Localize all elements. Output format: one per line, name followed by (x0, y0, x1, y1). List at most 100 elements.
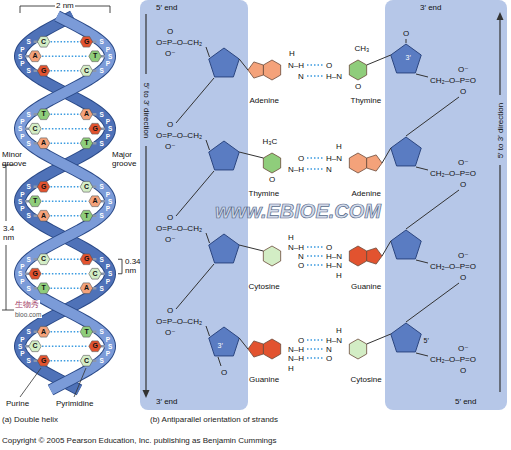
phosphate-letter: P (106, 278, 110, 285)
leader-line (74, 368, 86, 397)
sugar-letter: S (99, 140, 103, 147)
base-ring (349, 60, 366, 80)
atom-label: O (269, 175, 275, 184)
watermark: 生物秀 (14, 300, 40, 309)
base-hexagon (80, 109, 92, 120)
base-hexagon (89, 341, 101, 352)
watermark: bioo.com (14, 311, 42, 318)
base-name: Cytosine (249, 282, 280, 291)
atom-label: O (326, 243, 332, 252)
base-stem (25, 345, 29, 348)
deoxyribose (391, 137, 421, 166)
sugar-letter: S (99, 111, 103, 118)
sugar-letter: S (99, 183, 103, 190)
base-stem (34, 258, 38, 261)
base-hexagon (80, 326, 92, 337)
atom-label: H–N (326, 261, 342, 270)
bond-line (406, 97, 459, 136)
atom-label: CH₃ (355, 44, 370, 53)
base-letter: C (41, 255, 46, 263)
hydrogen-bond (307, 75, 323, 77)
hydrogen-bond (51, 70, 80, 71)
base-hexagon (89, 268, 101, 279)
bond-line (367, 334, 391, 344)
sugar-letter: S (108, 343, 112, 350)
atom-label: O⁻ (165, 49, 175, 58)
strand-end-label: 3′ end (420, 3, 442, 12)
sugar-letter: S (27, 212, 31, 219)
sugar-letter: S (99, 328, 103, 335)
deoxyribose (209, 327, 239, 356)
carbon-number: 3′ (218, 342, 223, 350)
base-hexagon (37, 65, 49, 76)
dimension-bracket (118, 259, 122, 274)
atom-label: H (288, 233, 294, 242)
hydrogen-bond (307, 246, 323, 248)
base-letter: G (84, 255, 89, 263)
backbone-ribbon (20, 16, 110, 390)
leader-line (20, 368, 41, 397)
base-hexagon (80, 283, 92, 294)
strand-end-label: 5′ end (156, 3, 178, 12)
watermark: www.EBIOE.COM (215, 200, 381, 223)
base-letter: T (93, 52, 97, 60)
groove-label: Minor groove (2, 150, 32, 168)
phosphate-letter: P (20, 133, 24, 140)
sugar-letter: S (27, 256, 31, 263)
base-ring (349, 339, 366, 359)
atom-label: O (326, 354, 332, 363)
base-stem (34, 186, 38, 189)
base-stem (34, 360, 38, 363)
phosphate-letter: P (20, 60, 24, 67)
phosphate-group: O=P–O–CH₂ (156, 224, 202, 233)
direction-arrow (499, 165, 500, 392)
base-name: Adenine (250, 96, 279, 105)
base-name: Cytosine (351, 375, 382, 384)
atom-label: O⁻ (165, 142, 175, 151)
base-ring (349, 153, 366, 173)
hydrogen-bond (42, 201, 88, 202)
base-letter: G (41, 67, 46, 75)
phosphate-letter: P (106, 133, 110, 140)
base-letter: T (42, 110, 46, 118)
base-name: Guanine (351, 282, 381, 291)
base-stem (25, 55, 29, 58)
base-letter: T (33, 197, 37, 205)
atom-label: H–N (326, 252, 342, 261)
base-hexagon (80, 36, 92, 47)
atom-label: H–N (326, 72, 342, 81)
deoxyribose (209, 48, 239, 77)
deoxyribose (209, 141, 239, 170)
phosphate-group: CH₂–O–P=O (430, 169, 476, 178)
hydrogen-bond (307, 348, 323, 350)
hydrogen-bond (42, 56, 88, 57)
hydrogen-bond (51, 288, 80, 289)
atom-label: O (167, 213, 173, 222)
base-letter: C (33, 125, 38, 133)
bond-line (176, 264, 214, 309)
hydrogen-bond (307, 168, 323, 170)
base-letter: C (84, 67, 89, 75)
copyright-note: Copyright © 2005 Pearson Education, Inc.… (2, 436, 277, 445)
bond-line (406, 190, 459, 229)
atom-label: O (460, 87, 466, 96)
base-stem (92, 186, 96, 189)
atom-label: H₃C (263, 137, 278, 146)
base-stem (34, 142, 38, 145)
base-letter: A (41, 328, 46, 336)
base-name: Thymine (351, 96, 382, 105)
atom-label: H (336, 142, 342, 151)
backbone-ribbon (20, 16, 110, 390)
base-hexagon (37, 181, 49, 192)
base-hexagon (37, 283, 49, 294)
bond-line (239, 338, 248, 349)
deoxyribose (391, 230, 421, 259)
bond-line (416, 167, 428, 170)
base-stem (92, 70, 96, 73)
atom-label: O⁻ (458, 344, 468, 353)
base-stem (34, 215, 38, 218)
sugar-letter: S (18, 343, 22, 350)
phosphate-letter: P (20, 336, 24, 343)
base-letter: G (33, 270, 38, 278)
base-hexagon (80, 65, 92, 76)
